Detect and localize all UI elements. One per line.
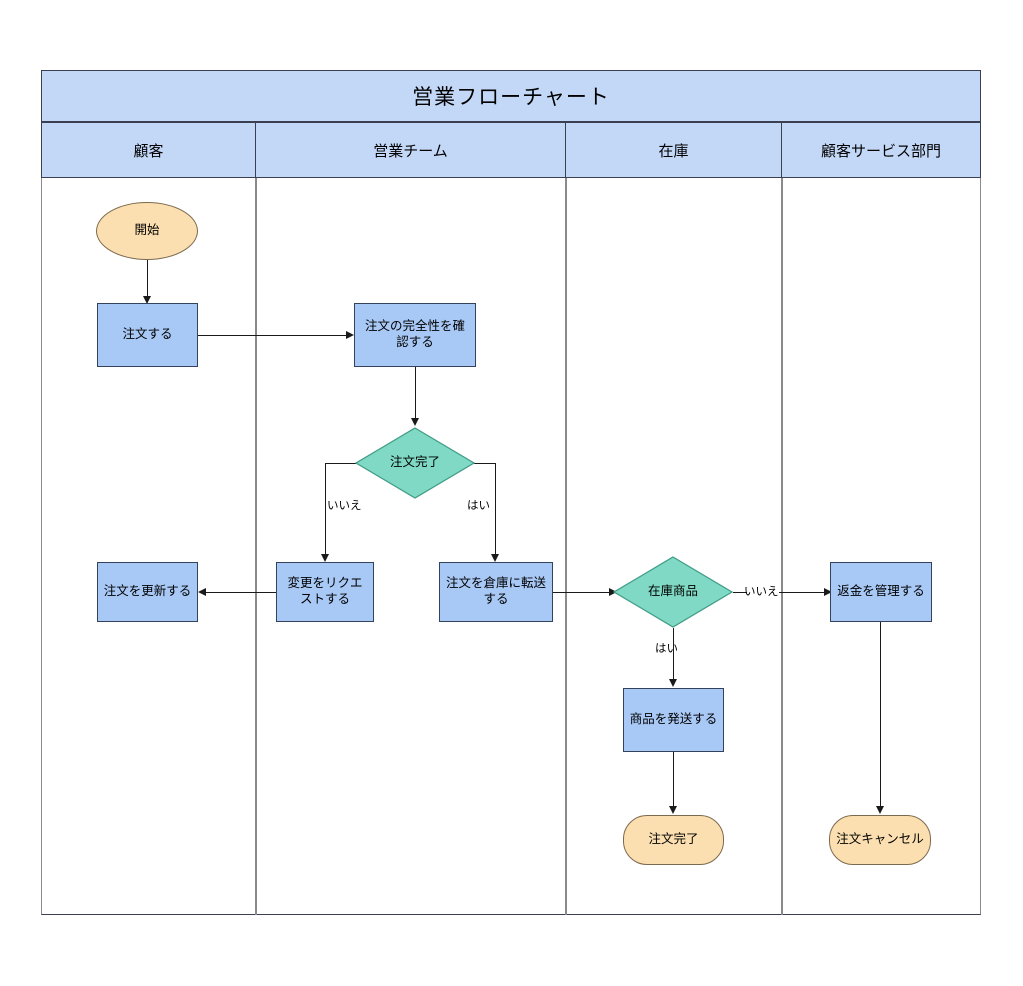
node-ship-goods-label: 商品を発送する bbox=[629, 712, 718, 727]
swimlane-frame bbox=[41, 70, 981, 915]
node-check-order-completeness-label: 注文の完全性を確認する bbox=[364, 319, 465, 349]
node-decision-in-stock-label: 在庫商品 bbox=[647, 584, 698, 599]
connector-ship-goods-to-order-done bbox=[673, 752, 674, 810]
connector-request-change-to-update-order bbox=[204, 592, 276, 593]
node-start[interactable]: 開始 bbox=[96, 202, 198, 260]
node-start-label: 開始 bbox=[134, 223, 160, 238]
connector-check-order-to-decision bbox=[415, 365, 416, 421]
node-order-cancelled-label: 注文キャンセル bbox=[836, 832, 924, 847]
lane-divider-1 bbox=[255, 178, 257, 915]
edge-label-complete-no: いいえ bbox=[327, 500, 362, 512]
arrowhead-forward-order bbox=[491, 554, 499, 562]
connector-start-to-place-order bbox=[147, 260, 148, 300]
node-request-change[interactable]: 変更をリクエストする bbox=[276, 562, 374, 622]
lane-header-support: 顧客サービス部門 bbox=[782, 123, 980, 177]
lane-header-inventory-label: 在庫 bbox=[658, 142, 689, 160]
node-manage-refund[interactable]: 返金を管理する bbox=[830, 562, 932, 622]
connector-decision-yes-horizontal bbox=[474, 463, 496, 464]
arrowhead-place-order bbox=[143, 296, 151, 304]
arrowhead-order-done bbox=[669, 806, 677, 814]
arrowhead-check-order bbox=[346, 331, 354, 339]
connector-decision-yes-vertical bbox=[495, 463, 496, 558]
node-forward-order-to-warehouse-label: 注文を倉庫に転送する bbox=[445, 576, 546, 606]
node-check-order-completeness[interactable]: 注文の完全性を確認する bbox=[354, 303, 476, 367]
node-forward-order-to-warehouse[interactable]: 注文を倉庫に転送する bbox=[439, 562, 553, 622]
edge-label-stock-yes: はい bbox=[655, 643, 678, 655]
lane-header-customer: 顧客 bbox=[42, 123, 256, 177]
edge-label-complete-yes: はい bbox=[467, 500, 490, 512]
node-decision-in-stock[interactable]: 在庫商品 bbox=[613, 556, 733, 628]
lane-header-sales-label: 営業チーム bbox=[373, 142, 448, 160]
lane-header-sales: 営業チーム bbox=[256, 123, 566, 177]
lane-header-support-label: 顧客サービス部門 bbox=[820, 142, 941, 160]
node-decision-order-complete-label: 注文完了 bbox=[389, 455, 440, 470]
diamond-icon bbox=[355, 427, 475, 499]
connector-manage-refund-to-order-cancelled bbox=[880, 622, 881, 810]
lane-divider-2 bbox=[565, 178, 567, 915]
node-order-completed-label: 注文完了 bbox=[648, 832, 699, 847]
arrowhead-manage-refund bbox=[824, 588, 832, 596]
lane-header-customer-label: 顧客 bbox=[133, 142, 164, 160]
diagram-title-band: 営業フローチャート bbox=[41, 70, 981, 122]
connector-in-stock-yes bbox=[673, 628, 674, 682]
connector-decision-no-vertical bbox=[325, 463, 326, 558]
node-ship-goods[interactable]: 商品を発送する bbox=[623, 688, 724, 752]
connector-decision-no-horizontal bbox=[325, 463, 356, 464]
connector-place-order-to-check-order bbox=[198, 335, 348, 336]
arrowhead-update-order bbox=[198, 588, 206, 596]
connector-forward-order-to-in-stock bbox=[553, 592, 611, 593]
lane-divider-3 bbox=[781, 178, 783, 915]
node-update-order-label: 注文を更新する bbox=[103, 584, 192, 599]
diagram-title: 営業フローチャート bbox=[412, 86, 610, 109]
lane-header-inventory: 在庫 bbox=[566, 123, 782, 177]
edge-label-stock-no: いいえ bbox=[744, 586, 779, 598]
diamond-icon bbox=[613, 556, 733, 628]
arrowhead-ship-goods bbox=[669, 679, 677, 687]
lane-header-row: 顧客 営業チーム 在庫 顧客サービス部門 bbox=[41, 122, 981, 178]
connector-in-stock-no-right bbox=[779, 592, 826, 593]
node-place-order-label: 注文する bbox=[122, 327, 173, 342]
node-order-cancelled[interactable]: 注文キャンセル bbox=[829, 815, 931, 865]
node-request-change-label: 変更をリクエストする bbox=[287, 576, 363, 606]
arrowhead-order-cancelled bbox=[876, 806, 884, 814]
arrowhead-request-change bbox=[321, 554, 329, 562]
node-order-completed[interactable]: 注文完了 bbox=[623, 815, 724, 865]
node-decision-order-complete[interactable]: 注文完了 bbox=[355, 427, 475, 499]
arrowhead-order-complete-decision bbox=[411, 418, 419, 426]
node-update-order[interactable]: 注文を更新する bbox=[97, 562, 198, 622]
node-place-order[interactable]: 注文する bbox=[97, 303, 198, 367]
connector-in-stock-no-left bbox=[733, 592, 747, 593]
node-manage-refund-label: 返金を管理する bbox=[837, 584, 925, 599]
